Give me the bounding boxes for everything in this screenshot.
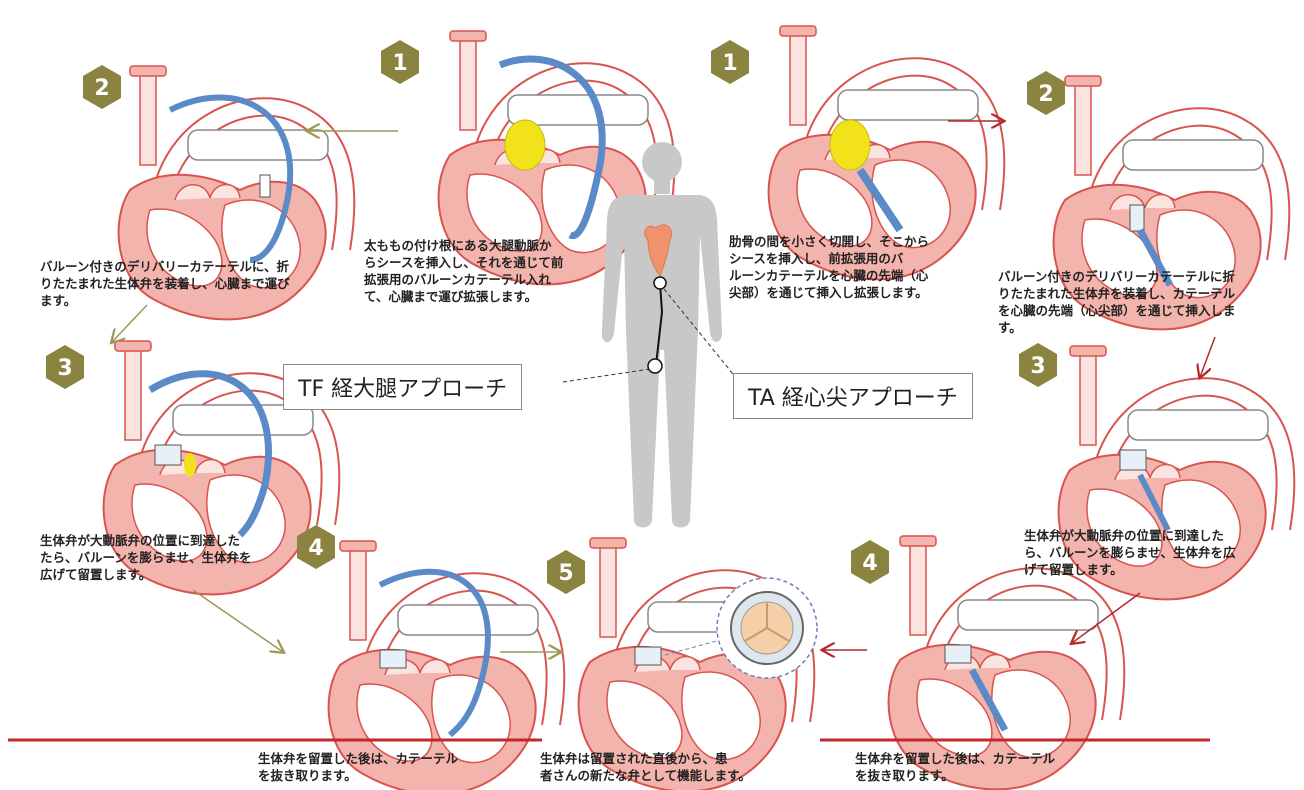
- tf-step2-badge: 2: [83, 65, 121, 109]
- arrow-tf3-to-tf4: [193, 590, 283, 652]
- tf-step3-caption: 生体弁が大動脈弁の位置に到達した たら、バルーンを膨らませ、生体弁を 広げて留置…: [40, 532, 300, 583]
- arrow-tf2-to-tf3: [112, 305, 147, 342]
- ta-step4-badge: 4: [851, 540, 889, 584]
- svg-text:3: 3: [57, 356, 72, 381]
- svg-text:2: 2: [1038, 82, 1053, 107]
- svg-text:4: 4: [862, 551, 877, 576]
- tf-step1-badge: 1: [381, 40, 419, 84]
- ta-step2-badge: 2: [1027, 71, 1065, 115]
- ta-entry-point: [654, 277, 666, 289]
- svg-text:1: 1: [722, 51, 737, 76]
- svg-text:2: 2: [94, 76, 109, 101]
- svg-text:4: 4: [308, 536, 323, 561]
- tf-approach-label: TF 経大腿アプローチ: [283, 364, 522, 410]
- step5-badge: 5: [547, 550, 585, 594]
- tf-entry-point: [648, 359, 662, 373]
- svg-text:5: 5: [558, 561, 573, 586]
- ta-approach-label: TA 経心尖アプローチ: [733, 373, 973, 419]
- tf-step1-caption: 太ももの付け根にある大腿動脈か らシースを挿入し、それを通じて前 拡張用のバルー…: [364, 237, 604, 305]
- ta-step1-badge: 1: [711, 40, 749, 84]
- ta-step4-caption: 生体弁を留置した後は、カテーテル を抜き取ります。: [855, 750, 1125, 784]
- human-body-icon: [602, 142, 722, 528]
- tf-step2-caption: バルーン付きのデリバリーカテーテルに、折 りたたまれた生体弁を装着し、心臓まで運…: [40, 258, 360, 309]
- ta-step3-badge: 3: [1019, 343, 1057, 387]
- svg-text:1: 1: [392, 51, 407, 76]
- arrow-ta2-to-ta3: [1200, 337, 1215, 377]
- tf-step3-badge: 3: [46, 345, 84, 389]
- svg-text:3: 3: [1030, 354, 1045, 379]
- tf-step4-caption: 生体弁を留置した後は、カテーテル を抜き取ります。: [258, 750, 528, 784]
- ta-step2-caption: バルーン付きのデリバリーカテーテルに折 りたたまれた生体弁を装着し、カテーテル …: [998, 268, 1298, 336]
- ta-step1-caption: 肋骨の間を小さく切開し、そこから シースを挿入し、前拡張用のバ ルーンカテーテル…: [729, 233, 979, 301]
- ta-step3-caption: 生体弁が大動脈弁の位置に到達した ら、バルーンを膨らませ、生体弁を広 げて留置し…: [1024, 527, 1284, 578]
- valve-inset-icon: [717, 578, 817, 678]
- step5-caption: 生体弁は留置された直後から、患 者さんの新たな弁として機能します。: [540, 750, 820, 784]
